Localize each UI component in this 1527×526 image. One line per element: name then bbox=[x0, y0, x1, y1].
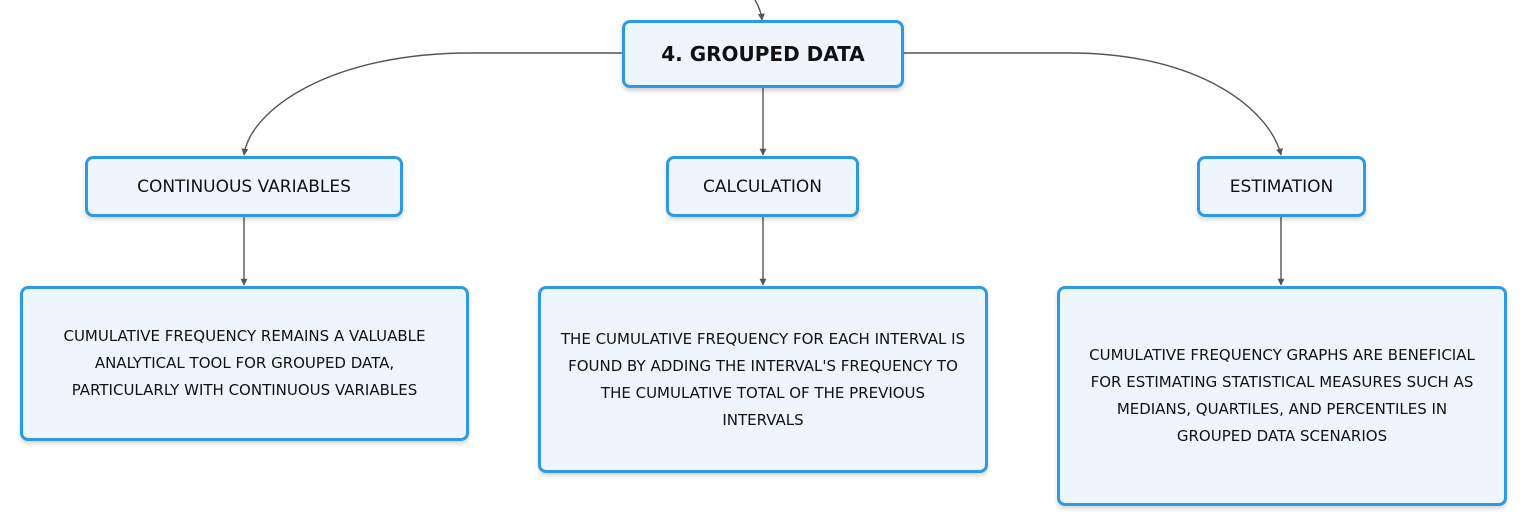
branch-node-label: ESTIMATION bbox=[1229, 176, 1334, 197]
branch-node-label: CONTINUOUS VARIABLES bbox=[137, 176, 351, 197]
detail-node-text: CUMULATIVE FREQUENCY GRAPHS ARE BENEFICI… bbox=[1089, 346, 1475, 445]
branch-node-continuous-variables[interactable]: CONTINUOUS VARIABLES bbox=[85, 156, 403, 217]
connector-root-to-continuous bbox=[241, 52, 622, 156]
detail-node-estimation[interactable]: CUMULATIVE FREQUENCY GRAPHS ARE BENEFICI… bbox=[1057, 286, 1507, 506]
detail-node-text: CUMULATIVE FREQUENCY REMAINS A VALUABLE … bbox=[63, 327, 426, 399]
branch-node-calculation[interactable]: CALCULATION bbox=[666, 156, 859, 217]
connector-root-to-estimation bbox=[904, 52, 1283, 156]
connector-from-parent bbox=[754, 0, 765, 21]
root-node-grouped-data[interactable]: 4. GROUPED DATA bbox=[622, 20, 904, 88]
detail-node-continuous-variables[interactable]: CUMULATIVE FREQUENCY REMAINS A VALUABLE … bbox=[20, 286, 469, 441]
detail-node-calculation[interactable]: THE CUMULATIVE FREQUENCY FOR EACH INTERV… bbox=[538, 286, 988, 473]
detail-node-text: THE CUMULATIVE FREQUENCY FOR EACH INTERV… bbox=[560, 329, 966, 429]
branch-node-label: CALCULATION bbox=[703, 176, 822, 197]
branch-node-estimation[interactable]: ESTIMATION bbox=[1197, 156, 1366, 217]
root-node-label: 4. GROUPED DATA bbox=[661, 42, 865, 66]
